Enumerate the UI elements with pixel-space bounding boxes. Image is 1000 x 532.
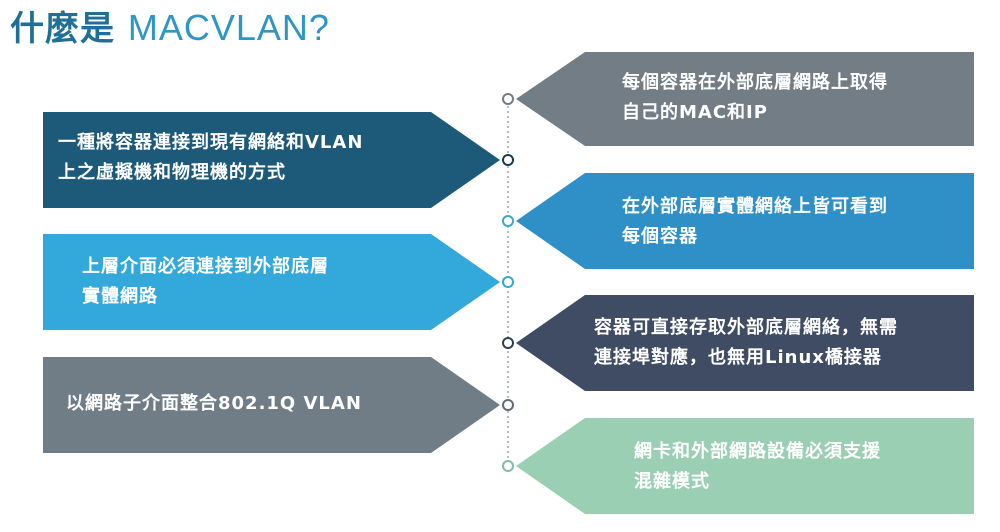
left-box-3	[43, 357, 500, 453]
title-chinese: 什麼是	[10, 9, 115, 49]
connector-dot-right-1	[502, 93, 514, 105]
left-item-1-text: 一種將容器連接到現有網絡和VLAN 上之虛擬機和物理機的方式	[58, 132, 364, 183]
title-english: MACVLAN?	[127, 7, 330, 48]
left-item-3-text: 以網路子介面整合802.1Q VLAN	[66, 393, 362, 414]
right-item-2-text: 在外部底層實體網絡上皆可看到 每個容器	[622, 196, 888, 247]
right-box-1	[516, 52, 974, 146]
page-title: 什麼是 MACVLAN?	[10, 6, 330, 51]
right-box-2	[516, 173, 974, 269]
right-box-4	[516, 418, 974, 514]
right-item-1-text: 每個容器在外部底層網路上取得 自己的MAC和IP	[622, 72, 888, 123]
left-item-2-text: 上層介面必須連接到外部底層 實體網路	[82, 256, 329, 307]
right-item-4-text: 網卡和外部網路設備必須支援 混雜模式	[634, 441, 881, 492]
left-box-1	[43, 112, 500, 208]
connector-dot-right-4	[502, 460, 514, 472]
connector-dot-left-3	[502, 399, 514, 411]
connector-dot-left-2	[502, 276, 514, 288]
left-box-2	[43, 234, 500, 330]
connector-dot-right-3	[502, 337, 514, 349]
connector-dot-left-1	[502, 154, 514, 166]
right-item-3-text: 容器可直接存取外部底層網絡，無需 連接埠對應，也無用Linux橋接器	[594, 317, 898, 368]
right-box-3	[516, 295, 974, 391]
connector-dot-right-2	[502, 215, 514, 227]
